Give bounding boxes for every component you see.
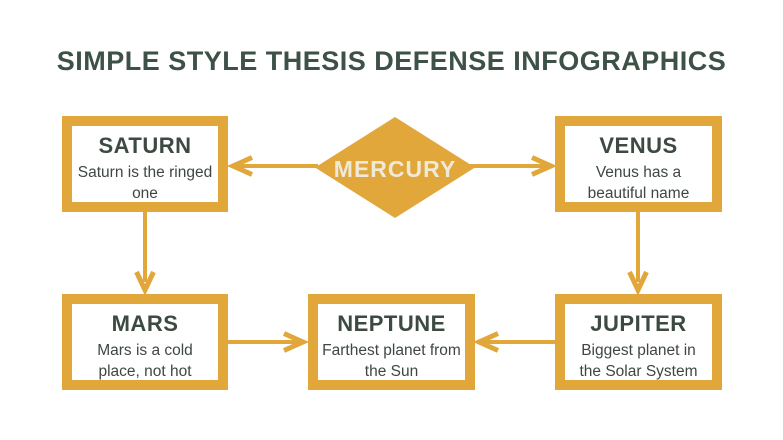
node-mars-description: Mars is a cold place, not hot [97, 342, 193, 380]
node-saturn-label: SATURN [98, 133, 192, 158]
node-mercury-label: MERCURY [333, 156, 457, 182]
node-venus-label: VENUS [599, 133, 678, 158]
node-neptune-description: Farthest planet from the Sun [322, 342, 461, 380]
node-mars-label: MARS [111, 311, 179, 336]
node-venus: VENUS Venus has a beautiful name [555, 116, 722, 212]
arrow-mercury-to-venus [470, 155, 558, 177]
node-jupiter-description: Biggest planet in the Solar System [579, 342, 698, 380]
node-venus-description: Venus has a beautiful name [587, 164, 690, 202]
arrow-venus-to-jupiter [627, 212, 649, 296]
page-title: SIMPLE STYLE THESIS DEFENSE INFOGRAPHICS [56, 46, 727, 76]
node-neptune-label: NEPTUNE [337, 311, 446, 336]
node-saturn: SATURN Saturn is the ringed one [62, 116, 228, 212]
node-mercury: MERCURY [315, 117, 475, 218]
arrow-mercury-to-saturn [226, 155, 318, 177]
node-jupiter-label: JUPITER [590, 311, 687, 336]
node-mars: MARS Mars is a cold place, not hot [62, 294, 228, 390]
arrow-saturn-to-mars [134, 212, 156, 296]
node-neptune: NEPTUNE Farthest planet from the Sun [308, 294, 475, 390]
arrow-jupiter-to-neptune [472, 331, 555, 353]
arrow-mars-to-neptune [228, 331, 310, 353]
node-jupiter: JUPITER Biggest planet in the Solar Syst… [555, 294, 722, 390]
node-saturn-description: Saturn is the ringed one [77, 164, 213, 202]
